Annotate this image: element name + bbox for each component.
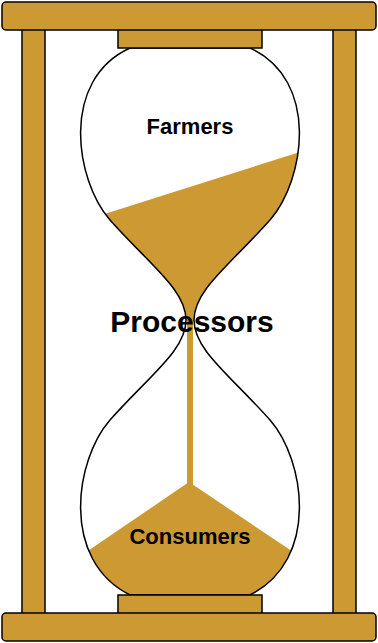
glass-cap xyxy=(118,595,262,615)
frame-post xyxy=(333,28,356,615)
glass-cap xyxy=(118,28,262,48)
section-label: Farmers xyxy=(147,115,234,139)
glass-outline xyxy=(81,48,300,595)
frame-post xyxy=(22,28,45,615)
section-label: Consumers xyxy=(129,525,250,549)
frame-bar xyxy=(2,2,376,30)
frame-bar xyxy=(2,613,376,641)
section-label: Processors xyxy=(110,305,273,338)
sand xyxy=(60,152,320,610)
